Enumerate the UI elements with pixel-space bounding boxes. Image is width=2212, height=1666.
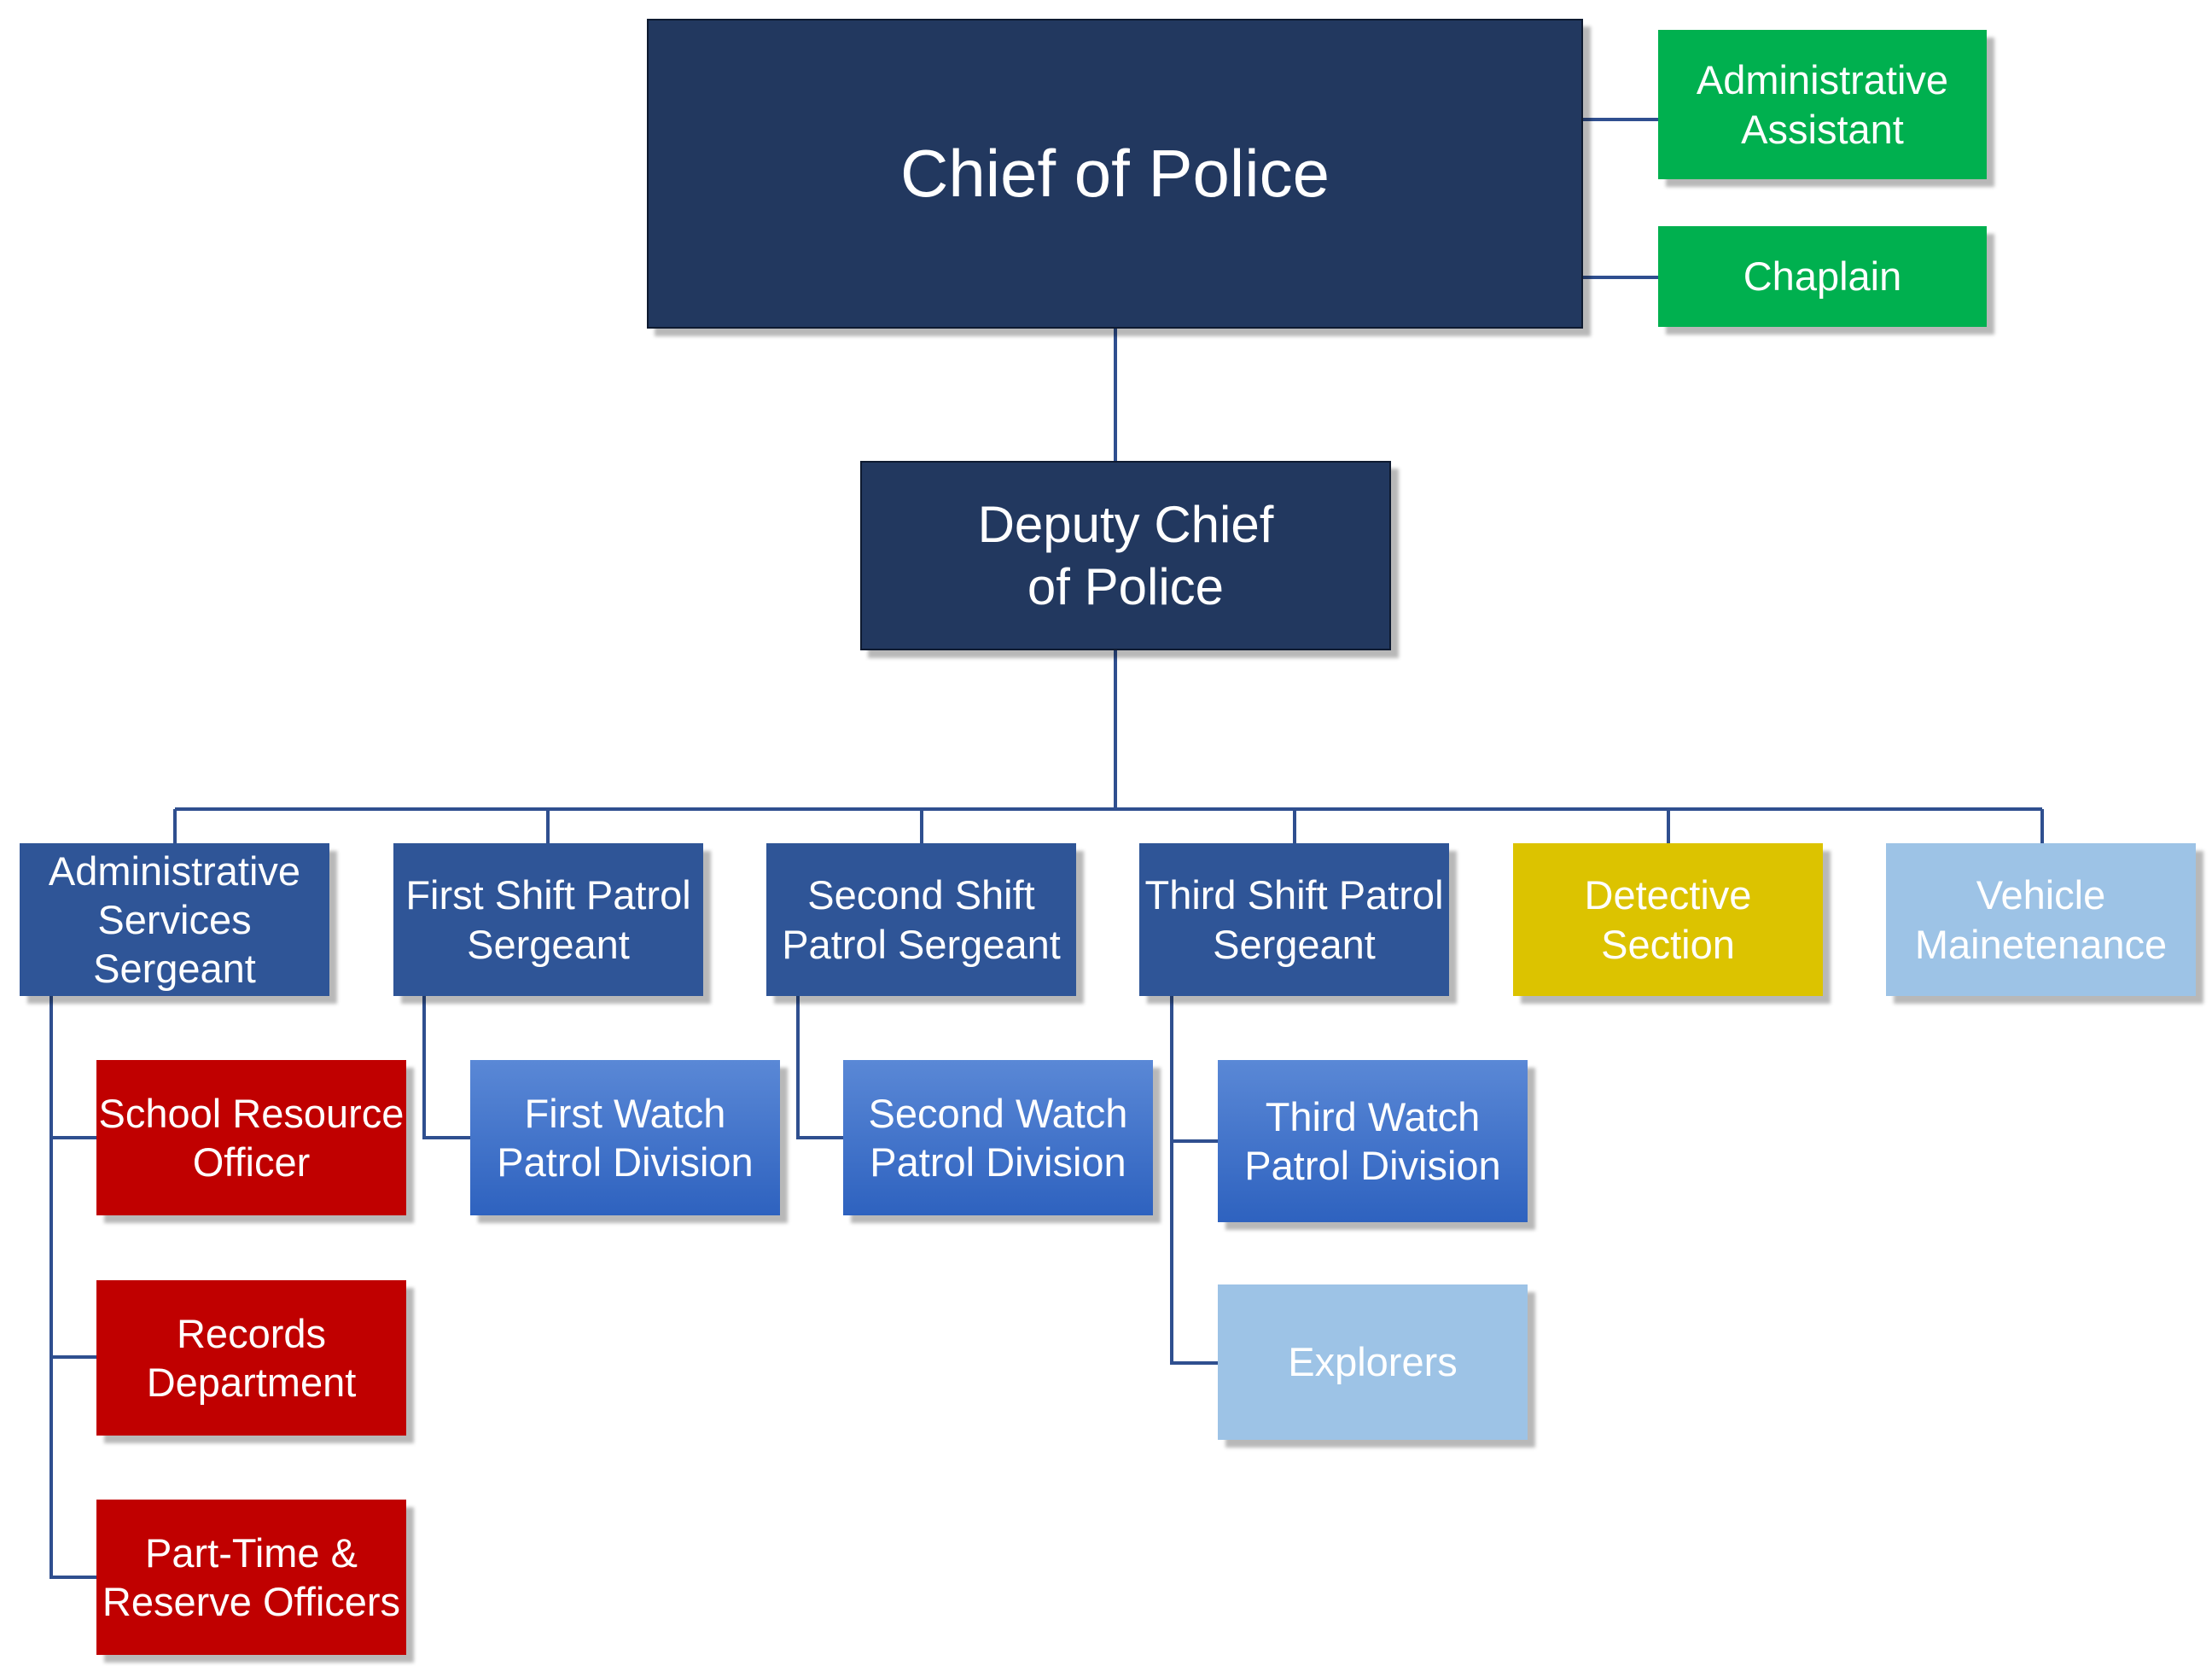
records-department-box: Records Department (96, 1280, 406, 1436)
administrative-services-sergeant-label: Administrative Services Sergeant (48, 848, 301, 992)
third-shift-sergeant-label: Third Shift Patrol Sergeant (1144, 872, 1444, 967)
vehicle-maintenance-box: Vehicle Mainetenance (1886, 843, 2196, 996)
chief-of-police-box: Chief of Police (647, 19, 1583, 329)
detective-section-box: Detective Section (1513, 843, 1823, 996)
school-resource-officer-label: School Resource Officer (98, 1090, 405, 1185)
explorers-box: Explorers (1218, 1284, 1528, 1440)
first-shift-sergeant-box: First Shift Patrol Sergeant (393, 843, 703, 996)
first-watch-patrol-division-label: First Watch Patrol Division (497, 1090, 754, 1185)
vehicle-maintenance-label: Vehicle Mainetenance (1914, 872, 2168, 967)
school-resource-officer-box: School Resource Officer (96, 1060, 406, 1215)
connector-third-branch (1170, 996, 1218, 1365)
part-time-reserve-officers-label: Part-Time & Reserve Officers (102, 1529, 401, 1624)
third-watch-patrol-division-box: Third Watch Patrol Division (1218, 1060, 1528, 1222)
deputy-chief-box: Deputy Chief of Police (860, 461, 1391, 650)
first-watch-patrol-division-box: First Watch Patrol Division (470, 1060, 780, 1215)
deputy-chief-label: Deputy Chief of Police (977, 495, 1274, 615)
connector-admin-branch (49, 996, 96, 1579)
chaplain-label: Chaplain (1743, 253, 1902, 300)
administrative-assistant-label: Administrative Assistant (1696, 57, 1949, 152)
second-watch-patrol-division-label: Second Watch Patrol Division (868, 1090, 1128, 1185)
connector-second-watch (796, 996, 843, 1139)
connector-first-watch (422, 996, 470, 1139)
administrative-assistant-box: Administrative Assistant (1658, 30, 1987, 179)
second-shift-sergeant-label: Second Shift Patrol Sergeant (782, 872, 1061, 967)
explorers-label: Explorers (1288, 1339, 1458, 1385)
first-shift-sergeant-label: First Shift Patrol Sergeant (405, 872, 691, 967)
second-watch-patrol-division-box: Second Watch Patrol Division (843, 1060, 1153, 1215)
third-shift-sergeant-box: Third Shift Patrol Sergeant (1139, 843, 1449, 996)
administrative-services-sergeant-box: Administrative Services Sergeant (20, 843, 329, 996)
second-shift-sergeant-box: Second Shift Patrol Sergeant (766, 843, 1076, 996)
third-watch-patrol-division-label: Third Watch Patrol Division (1244, 1093, 1501, 1188)
chaplain-box: Chaplain (1658, 226, 1987, 327)
detective-section-label: Detective Section (1584, 872, 1752, 967)
records-department-label: Records Department (146, 1310, 357, 1405)
part-time-reserve-officers-box: Part-Time & Reserve Officers (96, 1500, 406, 1655)
chief-of-police-label: Chief of Police (900, 135, 1330, 211)
